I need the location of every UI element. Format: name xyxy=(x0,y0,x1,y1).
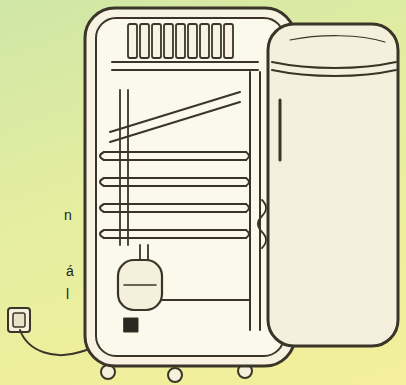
text-fragment: n xyxy=(64,208,72,222)
text-fragment: l xyxy=(66,287,69,301)
text-fragment: á xyxy=(66,264,74,278)
